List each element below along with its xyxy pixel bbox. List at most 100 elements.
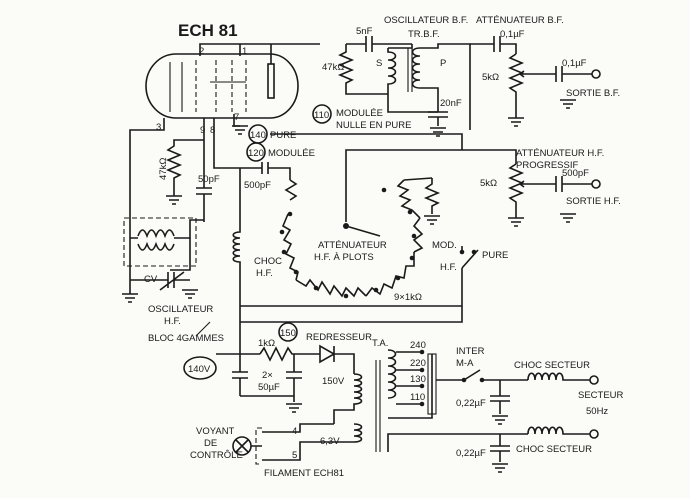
cap-2x50-label-1: 2× bbox=[262, 370, 273, 381]
pin4-label: 4 bbox=[292, 426, 297, 437]
svg-text:3: 3 bbox=[156, 122, 161, 133]
r-1k-label: 1kΩ bbox=[258, 338, 275, 349]
cap-01-out bbox=[528, 66, 592, 82]
choc-secteur-2-label: CHOC SECTEUR bbox=[516, 444, 592, 455]
ground-cv bbox=[182, 289, 198, 299]
choc-secteur-1-label: CHOC SECTEUR bbox=[514, 360, 590, 371]
tube-leads bbox=[129, 43, 320, 210]
tap-220: 220 bbox=[410, 358, 426, 369]
coil-p bbox=[411, 47, 421, 89]
secteur-label-2: 50Hz bbox=[586, 406, 608, 417]
choc-hf bbox=[232, 176, 241, 322]
choc-secteur-2 bbox=[527, 426, 590, 435]
transformer-taps bbox=[396, 349, 425, 407]
pot-5k-bf-label: 5kΩ bbox=[482, 72, 499, 83]
sortie-bf-terminal bbox=[591, 69, 601, 79]
marker-110-num: 110 bbox=[314, 110, 329, 121]
cap-500pf-out bbox=[528, 176, 592, 192]
svg-text:1: 1 bbox=[242, 46, 247, 57]
ground-sortie-hf bbox=[560, 213, 576, 223]
osc-bf-label: OSCILLATEUR B.F. bbox=[384, 15, 468, 26]
svg-text:7: 7 bbox=[234, 112, 239, 123]
cap-500pf-label: 500pF bbox=[244, 180, 271, 191]
ta-label: T.A. bbox=[372, 338, 388, 349]
trbf-core bbox=[407, 48, 413, 92]
cap-500pf-out-label: 500pF bbox=[562, 168, 589, 179]
ground-022-2 bbox=[492, 463, 508, 473]
r47k-top-label: 47kΩ bbox=[322, 62, 344, 73]
ground-sortie-bf bbox=[560, 99, 576, 109]
tap-240: 240 bbox=[410, 340, 426, 351]
r-stub-left bbox=[284, 179, 298, 201]
cap-01-top-label: 0,1µF bbox=[500, 29, 525, 40]
cap-01-top bbox=[470, 36, 517, 54]
cap-500pf bbox=[261, 162, 291, 180]
attenuator-plots-contacts bbox=[279, 187, 417, 299]
transformer-secondary bbox=[333, 373, 363, 424]
marker-120 bbox=[246, 142, 266, 162]
cap-01-out-label: 0,1µF bbox=[562, 58, 587, 69]
choc-hf-label-1: CHOC bbox=[254, 256, 282, 267]
voyant-label-1: VOYANT bbox=[196, 426, 235, 437]
ground-bf bbox=[508, 117, 524, 127]
transformer-core bbox=[375, 360, 381, 452]
svg-text:2: 2 bbox=[199, 46, 204, 57]
bloc-label: BLOC 4GAMMES bbox=[148, 333, 224, 344]
r9x1k-label: 9×1kΩ bbox=[394, 292, 422, 303]
switch-hf-label: H.F. bbox=[440, 262, 457, 273]
inter-ma-switch[interactable] bbox=[463, 369, 481, 381]
osc-hf-block bbox=[123, 217, 197, 267]
cap-022-2-label: 0,22µF bbox=[456, 448, 486, 459]
tube-name: ECH 81 bbox=[178, 21, 238, 40]
tube-envelope bbox=[145, 53, 299, 119]
cap-5nf-label: 5nF bbox=[356, 26, 373, 37]
ground-20nf bbox=[430, 127, 446, 137]
ground-022-1 bbox=[492, 415, 508, 425]
marker-120-num: 120 bbox=[248, 148, 264, 159]
marker-140-label: PURE bbox=[270, 130, 296, 141]
cap-5nf bbox=[346, 36, 412, 52]
r47k-left bbox=[165, 139, 204, 196]
secteur-terminal-2 bbox=[589, 429, 599, 439]
cv-capacitor bbox=[159, 271, 190, 291]
cap-022-1 bbox=[490, 380, 510, 414]
choc-secteur-1 bbox=[527, 372, 590, 381]
voltage-selector[interactable] bbox=[388, 354, 433, 419]
switch-pure-label: PURE bbox=[482, 250, 508, 261]
transformer-filament bbox=[353, 423, 363, 443]
label-p: P bbox=[440, 58, 446, 69]
att-bf-label: ATTÉNUATEUR B.F. bbox=[476, 15, 564, 26]
mod-pure-switch[interactable] bbox=[461, 249, 479, 269]
marker-110 bbox=[312, 104, 332, 124]
r47k-top bbox=[337, 44, 388, 95]
attenuator-plots-wiper[interactable] bbox=[345, 225, 381, 237]
redresseur-label: REDRESSEUR bbox=[306, 332, 372, 343]
v63-label: 6,3V bbox=[320, 436, 340, 447]
cap-20nf-label: 20nF bbox=[440, 98, 462, 109]
r47k-left-label: 47kΩ bbox=[158, 158, 169, 180]
secteur-terminal-1 bbox=[589, 375, 599, 385]
sortie-bf-label: SORTIE B.F. bbox=[566, 88, 620, 99]
osc-hf-label-1: OSCILLATEUR bbox=[148, 304, 213, 315]
pot-5k-hf-label: 5kΩ bbox=[480, 178, 497, 189]
marker-110-line2: NULLE EN PURE bbox=[336, 120, 412, 131]
marker-110-line1: MODULÉE bbox=[336, 108, 383, 119]
sortie-hf-label: SORTIE H.F. bbox=[566, 196, 621, 207]
pot-5k-bf bbox=[507, 53, 525, 118]
marker-140v bbox=[183, 356, 217, 380]
ground-tube bbox=[232, 125, 248, 135]
ground-hf bbox=[508, 217, 524, 227]
cap-022-2 bbox=[490, 434, 510, 462]
secteur-label-1: SECTEUR bbox=[578, 390, 624, 401]
switch-mod-label: MOD. bbox=[432, 240, 457, 251]
marker-140v-label: 140V bbox=[188, 364, 211, 375]
label-s: S bbox=[376, 58, 382, 69]
svg-text:9: 9 bbox=[200, 125, 205, 136]
cap-2x50-label-2: 50µF bbox=[258, 382, 280, 393]
osc-hf-label-2: H.F. bbox=[164, 316, 181, 327]
inter-label-2: M-A bbox=[456, 358, 474, 369]
v150-label: 150V bbox=[322, 376, 345, 387]
tap-130: 130 bbox=[410, 374, 426, 385]
cap-022-1-label: 0,22µF bbox=[456, 398, 486, 409]
